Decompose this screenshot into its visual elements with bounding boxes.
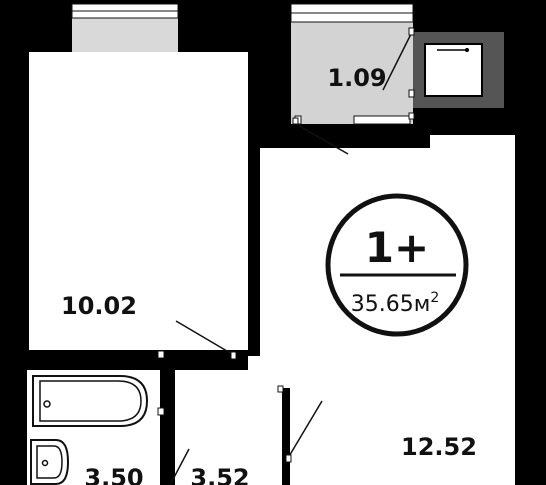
door-jambs (157, 27, 415, 463)
badge-area-value: 35.65 (351, 292, 414, 317)
bathroom-door-swing (169, 448, 190, 485)
balcony-area-label: 1.09 (327, 64, 386, 92)
window-room (71, 3, 179, 52)
bathroom-area-label: 3.50 (84, 464, 143, 485)
hall-corridor (248, 356, 282, 376)
room-area-label: 10.02 (61, 292, 137, 320)
badge-area-unit: м (414, 292, 431, 317)
badge-area-sup: 2 (430, 290, 439, 306)
badge-area: 35.65м2 (351, 290, 440, 317)
room-floor (29, 52, 248, 350)
balcony-door-swing (382, 29, 414, 91)
hall-floor (175, 370, 282, 485)
hall-area-label: 3.52 (190, 464, 249, 485)
kitchen-door-swing (295, 123, 349, 155)
balcony-floor (291, 22, 413, 124)
apartment-badge: 1+ 35.65м2 (325, 193, 469, 337)
hall-door-swing (287, 400, 323, 459)
badge-rooms: 1+ (365, 223, 429, 272)
sink-icon (30, 439, 70, 485)
room-door-swing (175, 320, 233, 355)
kitchen-living-area-label: 12.52 (401, 433, 477, 461)
bathtub-icon (32, 375, 149, 427)
wardrobe-cabinet (413, 32, 504, 108)
